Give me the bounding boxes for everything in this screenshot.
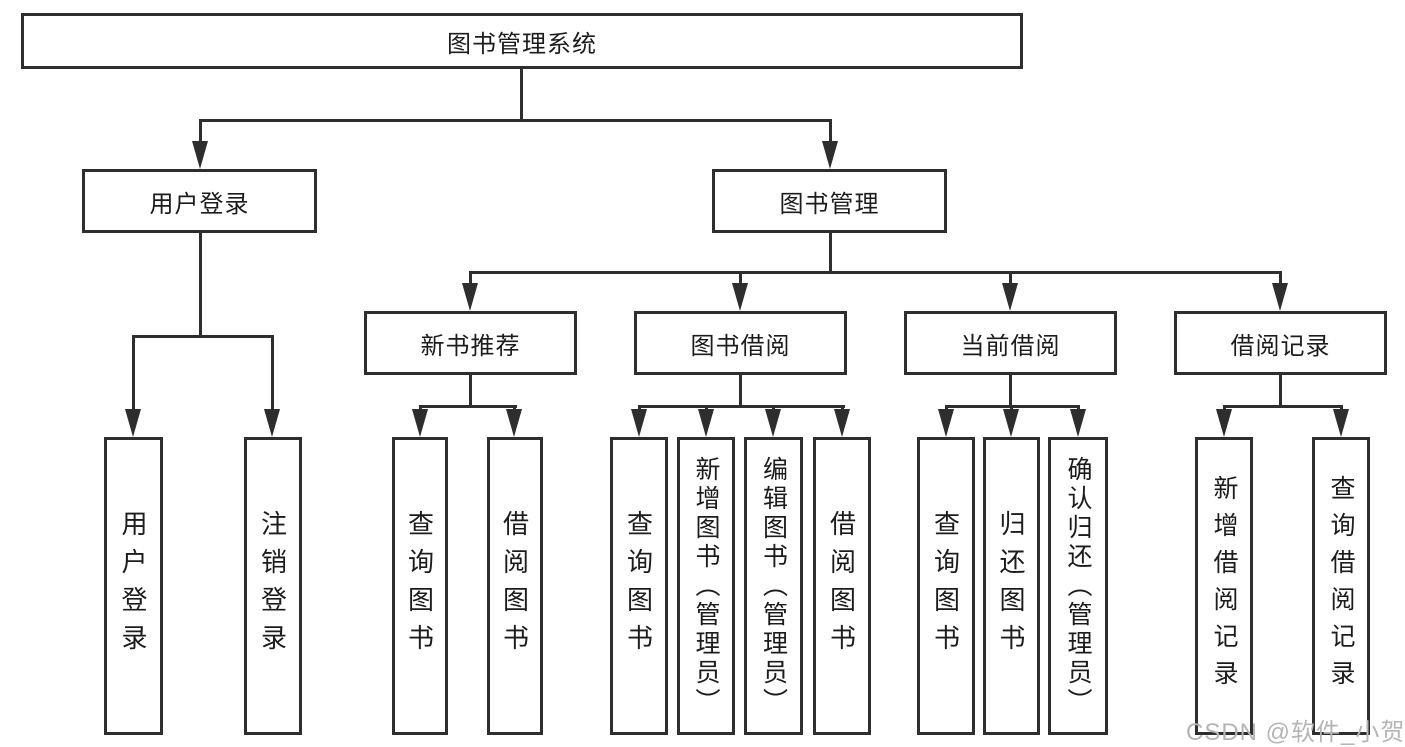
leaf-logout-label: 注销登录 [257,510,288,662]
node-book-management: 图书管理 [712,169,947,233]
connector-line [199,119,832,122]
leaf-user-login: 用户登录 [104,437,163,735]
connector-line [1009,271,1012,285]
leaf-br-query-record: 查询借阅记录 [1312,437,1370,735]
node-book-borrow: 图书借阅 [634,311,847,375]
arrow-down-icon [264,409,280,437]
arrow-down-icon [1003,409,1019,437]
arrow-down-icon [1216,409,1232,437]
leaf-bb-add-books-admin: 新增图书（管理员） [677,437,735,735]
connector-line [419,405,517,408]
leaf-bb-query-books: 查询图书 [610,437,668,735]
arrow-down-icon [506,409,522,437]
node-book-management-label: 图书管理 [779,190,880,218]
arrow-down-icon [1002,283,1018,311]
connector-line [1223,405,1342,408]
arrow-down-icon [822,141,838,169]
connector-line [829,233,832,273]
connector-line [1279,375,1282,407]
arrow-down-icon [1272,283,1288,311]
leaf-br-query-record-label: 查询借阅记录 [1327,475,1355,697]
node-root: 图书管理系统 [21,13,1023,69]
node-borrow-records: 借阅记录 [1174,311,1387,375]
arrow-down-icon [631,409,647,437]
connector-line [1009,375,1012,407]
leaf-bb-edit-books-admin-label: 编辑图书（管理员） [759,455,788,717]
watermark: CSDN @软件_小贺同学 [1186,719,1405,746]
arrow-down-icon [1333,409,1349,437]
connector-line [469,271,472,285]
arrow-down-icon [192,141,208,169]
arrow-down-icon [732,283,748,311]
leaf-logout: 注销登录 [244,437,302,735]
leaf-nb-query-books-label: 查询图书 [404,510,435,662]
node-new-book-recommend: 新书推荐 [364,311,577,375]
leaf-cb-query-books-label: 查询图书 [930,510,961,662]
connector-line [469,271,1282,274]
connector-line [829,119,832,147]
arrow-down-icon [834,409,850,437]
node-user-login: 用户登录 [82,169,317,233]
connector-line [132,335,274,338]
leaf-cb-return-books: 归还图书 [983,437,1040,735]
arrow-down-icon [698,409,714,437]
connector-line [469,375,472,407]
leaf-cb-confirm-return-admin-label: 确认归还（管理员） [1064,455,1092,717]
arrow-down-icon [412,409,428,437]
leaf-br-add-record-label: 新增借阅记录 [1210,475,1238,697]
node-book-borrow-label: 图书借阅 [690,332,791,360]
connector-line [739,375,742,407]
node-user-login-label: 用户登录 [149,190,250,218]
leaf-bb-borrow-books-label: 借阅图书 [826,510,857,662]
leaf-user-login-label: 用户登录 [118,510,148,662]
connector-line [199,119,202,147]
arrow-down-icon [1070,409,1086,437]
node-borrow-records-label: 借阅记录 [1230,332,1331,360]
leaf-nb-borrow-books-label: 借阅图书 [499,510,530,662]
leaf-br-add-record: 新增借阅记录 [1195,437,1253,735]
node-root-label: 图书管理系统 [447,30,597,58]
node-current-borrow-label: 当前借阅 [960,332,1061,360]
arrow-down-icon [938,409,954,437]
leaf-bb-query-books-label: 查询图书 [623,510,654,662]
leaf-cb-query-books: 查询图书 [917,437,975,735]
connector-line [271,335,274,413]
arrow-down-icon [462,283,478,311]
leaf-nb-query-books: 查询图书 [392,437,448,735]
leaf-cb-return-books-label: 归还图书 [996,510,1026,662]
connector-line [638,405,845,408]
node-new-book-recommend-label: 新书推荐 [420,332,521,360]
connector-line [1279,271,1282,285]
leaf-bb-borrow-books: 借阅图书 [813,437,871,735]
connector-line [520,69,523,121]
node-current-borrow: 当前借阅 [904,311,1117,375]
leaf-cb-confirm-return-admin: 确认归还（管理员） [1048,437,1108,735]
arrow-down-icon [125,409,141,437]
connector-line [132,335,135,413]
connector-line [199,233,202,337]
leaf-bb-add-books-admin-label: 新增图书（管理员） [692,455,720,717]
connector-line [739,271,742,285]
arrow-down-icon [765,409,781,437]
leaf-nb-borrow-books: 借阅图书 [487,437,543,735]
leaf-bb-edit-books-admin: 编辑图书（管理员） [744,437,803,735]
